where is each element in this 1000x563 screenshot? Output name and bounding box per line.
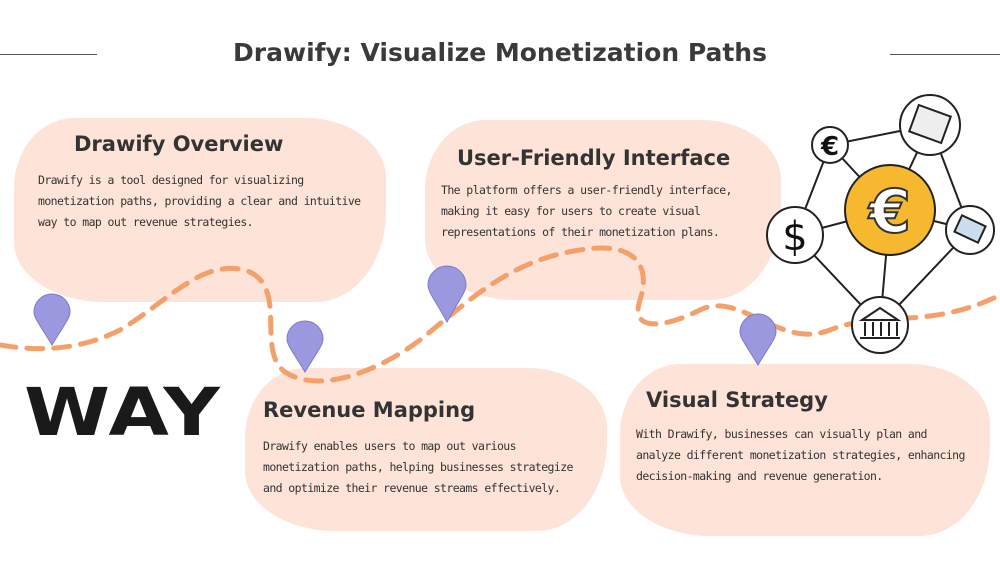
title-rule-right bbox=[890, 54, 1000, 55]
page-title: Drawify: Visualize Monetization Paths bbox=[233, 38, 767, 67]
card-body: Drawify is a tool designed for visualizi… bbox=[38, 173, 361, 229]
card-drawify-overview: Drawify Overview Drawify is a tool desig… bbox=[14, 118, 386, 302]
way-lettering: WAY bbox=[24, 374, 222, 452]
card-revenue-mapping: Revenue Mapping Drawify enables users to… bbox=[245, 368, 607, 531]
card-heading: Drawify Overview bbox=[74, 132, 284, 156]
card-heading: User-Friendly Interface bbox=[457, 146, 731, 170]
card-body: With Drawify, businesses can visually pl… bbox=[636, 427, 965, 483]
card-body: Drawify enables users to map out various… bbox=[263, 439, 573, 495]
dashed-path bbox=[0, 245, 1000, 384]
card-body: The platform offers a user-friendly inte… bbox=[441, 183, 732, 239]
card-heading: Revenue Mapping bbox=[263, 398, 476, 422]
location-pin-icon bbox=[33, 265, 777, 373]
euro-coin-icon: € bbox=[867, 177, 911, 247]
dollar-icon: $ bbox=[782, 214, 807, 260]
monetization-network-icon bbox=[766, 94, 995, 354]
euro-icon: € bbox=[820, 132, 839, 162]
card-visual-strategy: Visual Strategy With Drawify, businesses… bbox=[620, 364, 990, 536]
title-rule-left bbox=[0, 54, 97, 55]
card-user-friendly-interface: User-Friendly Interface The platform off… bbox=[425, 120, 781, 300]
card-heading: Visual Strategy bbox=[646, 388, 828, 412]
